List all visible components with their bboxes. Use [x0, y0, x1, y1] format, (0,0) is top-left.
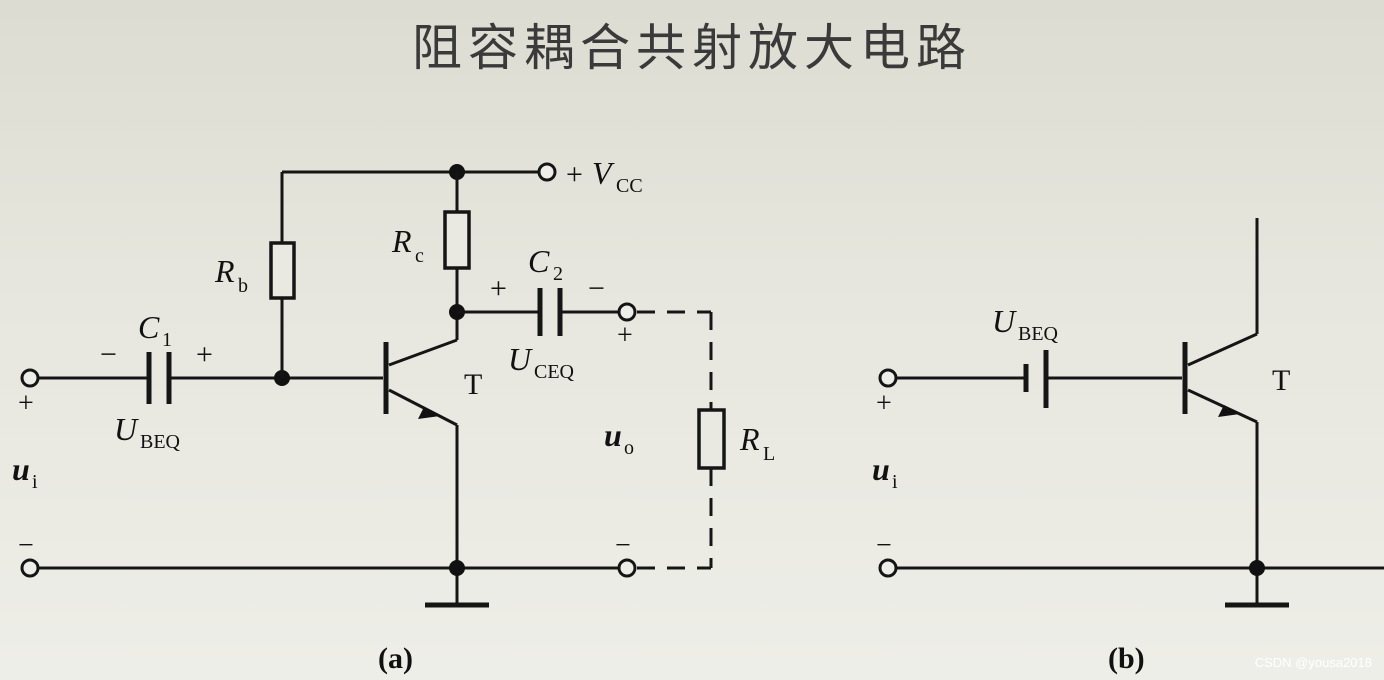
rc-resistor — [443, 210, 471, 270]
input-terminal-bottom — [20, 558, 40, 578]
b-ui-subscript: i — [892, 471, 898, 493]
output-minus-sign: − — [615, 530, 631, 561]
uo-label: u — [604, 417, 622, 453]
rc-label: R — [391, 223, 412, 259]
b-transistor-emitter-leg — [1187, 388, 1258, 424]
rb-subscript: b — [238, 275, 248, 297]
vcc-terminal — [537, 162, 557, 182]
input-minus-sign: − — [18, 530, 34, 561]
b-transistor-label: T — [1272, 364, 1290, 397]
b-ui-label: u — [872, 451, 890, 487]
rl-subscript: L — [763, 443, 775, 465]
c2-label: C — [528, 243, 550, 279]
b-transistor-collector-leg — [1187, 332, 1258, 367]
input-terminal-top — [20, 368, 40, 388]
c1-left-sign: − — [100, 338, 117, 371]
vcc-subscript: CC — [616, 175, 643, 197]
c2-left-sign: + — [490, 272, 507, 305]
vcc-sign: + — [566, 158, 583, 191]
c1-right-sign: + — [196, 338, 213, 371]
c1-label: C — [138, 309, 160, 345]
b-input-terminal-top — [878, 368, 898, 388]
transistor-emitter-leg — [388, 388, 458, 427]
c2-right-sign: − — [588, 272, 605, 305]
output-terminal-top — [617, 302, 637, 322]
input-plus-sign: + — [18, 388, 34, 419]
uo-subscript: o — [624, 437, 634, 459]
b-ground-junction-dot — [1249, 560, 1265, 576]
ui-subscript: i — [32, 471, 38, 493]
circuit-b: U BEQ T + − u i (b) — [872, 218, 1384, 675]
ubeq-subscript: BEQ — [140, 431, 181, 453]
vcc-label: V — [592, 155, 615, 191]
caption-b: (b) — [1108, 642, 1145, 675]
b-ubeq-subscript: BEQ — [1018, 323, 1059, 345]
ubeq-label: U — [114, 411, 139, 447]
b-emitter-arrow — [1218, 405, 1240, 417]
ui-label: u — [12, 451, 30, 487]
rl-resistor — [697, 408, 726, 470]
c2-subscript: 2 — [553, 263, 563, 285]
b-input-terminal-bottom — [878, 558, 898, 578]
emitter-arrow — [418, 407, 440, 419]
page-title: 阻容耦合共射放大电路 — [412, 19, 972, 77]
b-ubeq-label: U — [992, 303, 1017, 339]
c1-subscript: 1 — [162, 329, 172, 351]
circuit-a: + V CC R b R c C 1 − + C 2 + − U BEQ U C… — [12, 155, 775, 675]
transistor-label: T — [464, 368, 482, 401]
rb-resistor — [269, 241, 296, 300]
rb-label: R — [214, 253, 235, 289]
watermark: CSDN @yousa2018 — [1254, 655, 1372, 670]
b-input-minus-sign: − — [876, 530, 892, 561]
rl-label: R — [739, 421, 760, 457]
uceq-label: U — [508, 341, 533, 377]
output-terminal-bottom — [617, 558, 637, 578]
transistor-collector-leg — [388, 338, 458, 367]
rc-subscript: c — [415, 245, 424, 267]
caption-a: (a) — [378, 642, 413, 675]
ground-junction-dot — [449, 560, 465, 576]
output-plus-sign: + — [617, 320, 633, 351]
uceq-subscript: CEQ — [534, 361, 575, 383]
b-input-plus-sign: + — [876, 388, 892, 419]
